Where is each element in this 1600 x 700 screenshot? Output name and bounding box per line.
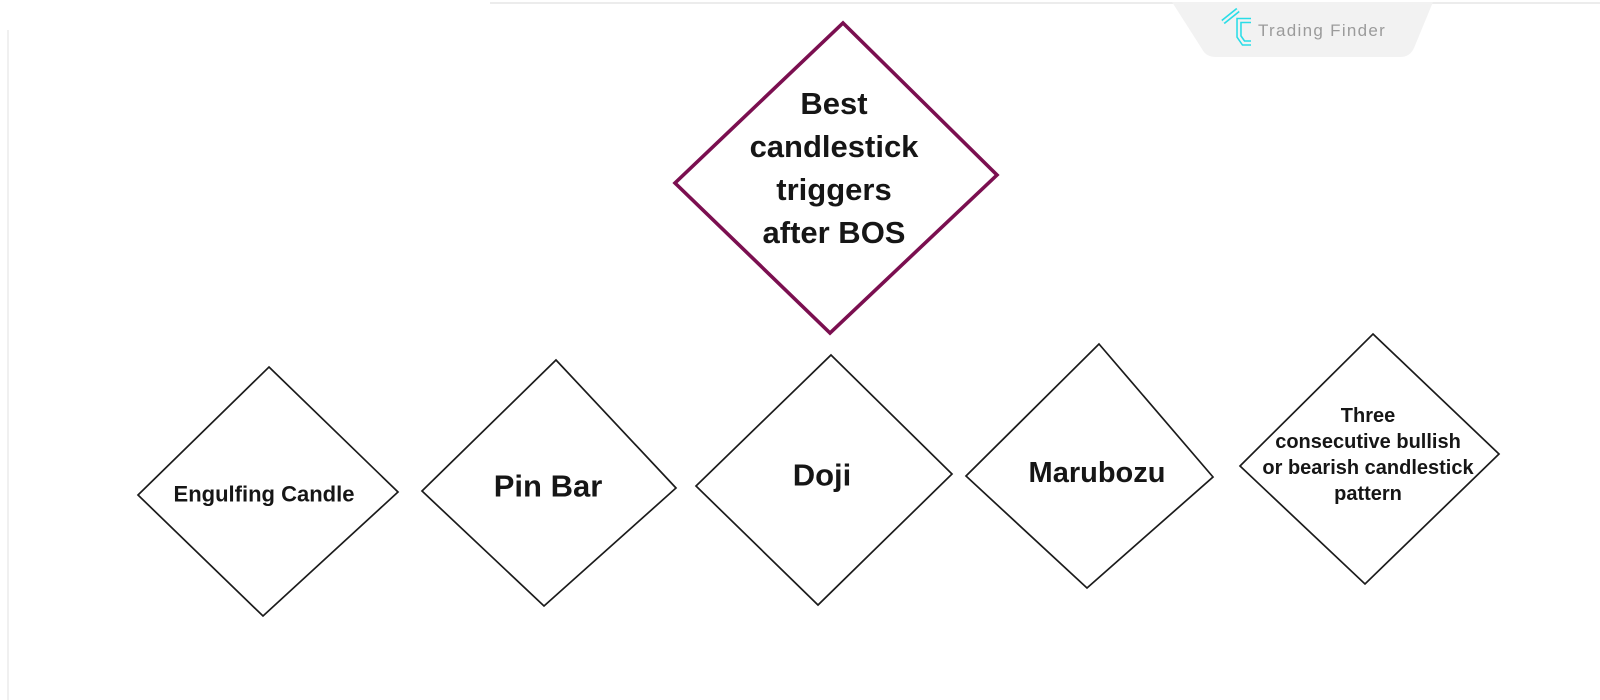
diamond-shape-pin-bar [420, 358, 678, 608]
node-label-engulfing-candle: Engulfing Candle [173, 481, 355, 507]
diamond-shape-engulfing-candle [136, 365, 400, 618]
root-node-label: Best candlestick triggers after BOS [749, 86, 919, 250]
logo-c-inner [1237, 19, 1251, 45]
diamond-shape-marubozu [964, 342, 1215, 590]
trading-finder-wordmark[interactable]: Trading Finder [1258, 21, 1387, 40]
node-label-three-consecutive: Three consecutive bullish or bearish can… [1262, 405, 1474, 505]
diamond-shape-doji [694, 353, 954, 607]
node-label-marubozu: Marubozu [1028, 456, 1166, 489]
brand-badge-background [1172, 2, 1433, 57]
node-label-pin-bar: Pin Bar [493, 468, 603, 504]
diamond-shape-three-consecutive [1238, 332, 1501, 586]
logo-diagonal-inner [1222, 9, 1239, 23]
node-label-doji: Doji [792, 457, 852, 493]
trading-finder-logo-icon [1221, 7, 1251, 46]
root-diamond-shape [672, 20, 1000, 336]
